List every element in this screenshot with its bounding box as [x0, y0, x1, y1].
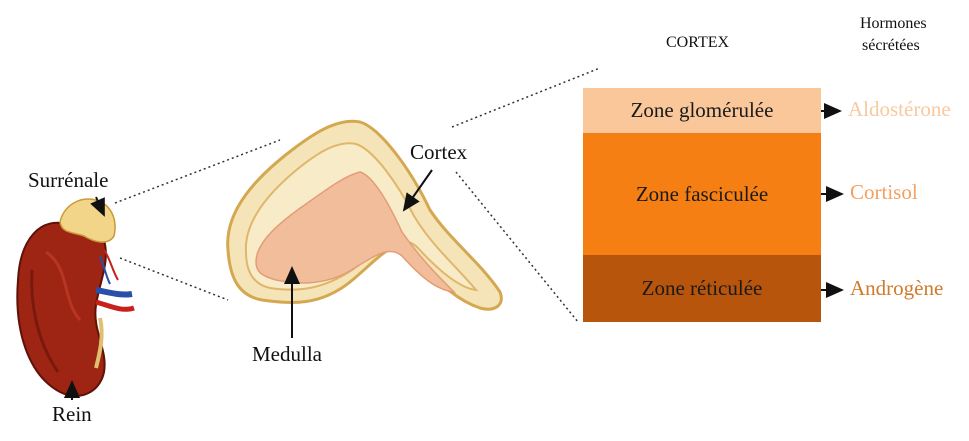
zone-fasciculee: Zone fasciculée	[583, 133, 821, 255]
zone-reticulee-label: Zone réticulée	[642, 276, 763, 301]
zone-fasciculee-label: Zone fasciculée	[636, 182, 768, 207]
cortex-heading: CORTEX	[666, 34, 729, 52]
label-surrenale: Surrénale	[28, 168, 108, 193]
zone-reticulee: Zone réticulée	[583, 255, 821, 322]
label-rein: Rein	[52, 402, 92, 427]
zone-glomerulee-label: Zone glomérulée	[631, 98, 774, 123]
zone-glomerulee: Zone glomérulée	[583, 88, 821, 133]
hormones-heading-line1: Hormones	[860, 15, 927, 33]
hormone-aldosterone: Aldostérone	[848, 97, 951, 122]
hormone-androgene: Androgène	[850, 276, 943, 301]
hormones-heading-line2: sécrétées	[862, 37, 920, 55]
hormone-cortisol: Cortisol	[850, 180, 918, 205]
zoom-line-lower	[120, 258, 228, 300]
label-medulla: Medulla	[252, 342, 322, 367]
label-cortex: Cortex	[410, 140, 467, 165]
kidney-illustration	[17, 199, 134, 396]
cortex-zoom-line-upper	[452, 68, 600, 127]
